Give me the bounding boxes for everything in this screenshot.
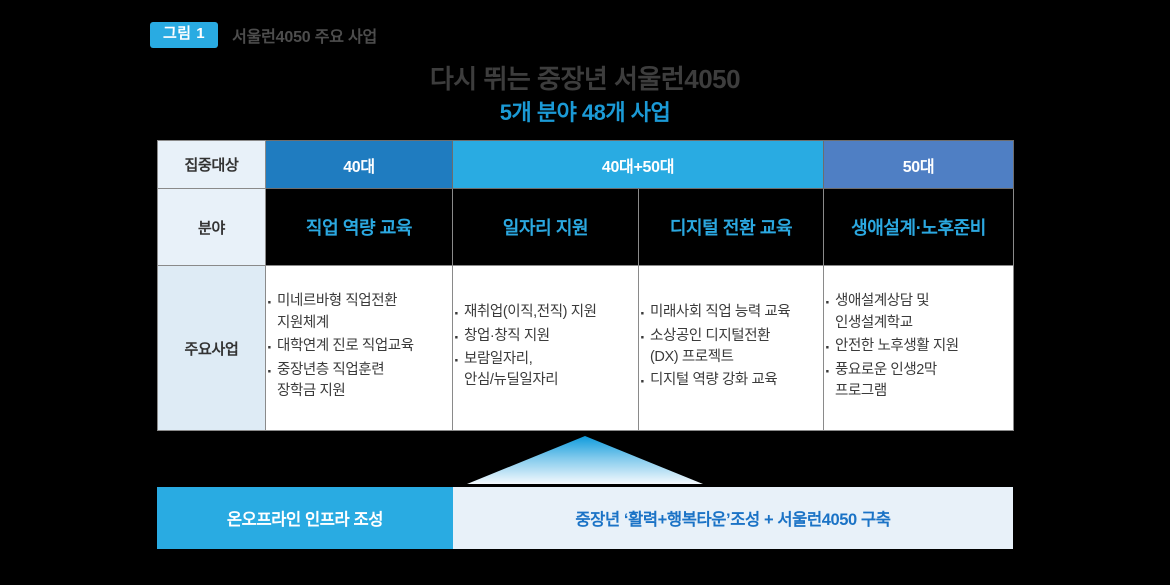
list-item: 창업·창직 지원 xyxy=(453,325,638,351)
figure-caption: 그림 1 서울런4050 주요 사업 xyxy=(150,22,377,48)
town-construction-bar: 중장년 ‘활력+행복타운’조성 + 서울런4050 구축 xyxy=(453,487,1013,549)
programs-cell-2: 재취업(이직,전직) 지원 창업·창직 지원 보람일자리, 안심/뉴딜일자리 xyxy=(452,265,639,431)
target-cell-40s-50s: 40대+50대 xyxy=(452,140,824,189)
field-cell-3: 디지털 전환 교육 xyxy=(638,188,824,266)
foundation-bars: 온오프라인 인프라 조성 중장년 ‘활력+행복타운’조성 + 서울런4050 구… xyxy=(157,487,1013,549)
list-item: 풍요로운 인생2막 프로그램 xyxy=(824,359,1013,403)
list-item: 디지털 역량 강화 교육 xyxy=(639,369,823,395)
programs-cell-3: 미래사회 직업 능력 교육 소상공인 디지털전환 (DX) 프로젝트 디지털 역… xyxy=(638,265,824,431)
upward-arrow-icon xyxy=(465,434,705,486)
row-label-programs: 주요사업 xyxy=(157,265,266,431)
programs-cell-1: 미네르바형 직업전환 지원체계 대학연계 진로 직업교육 중장년층 직업훈련 장… xyxy=(265,265,453,431)
programs-list-1: 미네르바형 직업전환 지원체계 대학연계 진로 직업교육 중장년층 직업훈련 장… xyxy=(266,290,452,403)
figure-number-badge: 그림 1 xyxy=(150,22,219,48)
table-row-target: 집중대상 40대 40대+50대 50대 xyxy=(157,140,1014,189)
program-matrix-table: 집중대상 40대 40대+50대 50대 분야 직업 역량 교육 일자리 지원 … xyxy=(157,140,1014,431)
row-label-target: 집중대상 xyxy=(157,140,266,189)
row-label-field: 분야 xyxy=(157,188,266,266)
infrastructure-bar: 온오프라인 인프라 조성 xyxy=(157,487,453,549)
programs-list-2: 재취업(이직,전직) 지원 창업·창직 지원 보람일자리, 안심/뉴딜일자리 xyxy=(453,301,638,392)
target-cell-40s: 40대 xyxy=(265,140,453,189)
list-item: 생애설계상담 및 인생설계학교 xyxy=(824,290,1013,334)
field-cell-4: 생애설계·노후준비 xyxy=(823,188,1014,266)
figure-caption-text: 서울런4050 주요 사업 xyxy=(232,28,378,46)
table-row-field: 분야 직업 역량 교육 일자리 지원 디지털 전환 교육 생애설계·노후준비 xyxy=(157,188,1014,266)
list-item: 미래사회 직업 능력 교육 xyxy=(639,301,823,327)
programs-list-3: 미래사회 직업 능력 교육 소상공인 디지털전환 (DX) 프로젝트 디지털 역… xyxy=(639,301,823,395)
programs-list-4: 생애설계상담 및 인생설계학교 안전한 노후생활 지원 풍요로운 인생2막 프로… xyxy=(824,290,1013,403)
target-cell-50s: 50대 xyxy=(823,140,1014,189)
list-item: 미네르바형 직업전환 지원체계 xyxy=(266,290,452,334)
field-cell-2: 일자리 지원 xyxy=(452,188,639,266)
headline-block: 다시 뛰는 중장년 서울런4050 5개 분야 48개 사업 xyxy=(0,63,1170,127)
headline-secondary: 5개 분야 48개 사업 xyxy=(499,99,671,125)
list-item: 대학연계 진로 직업교육 xyxy=(266,335,452,361)
list-item: 재취업(이직,전직) 지원 xyxy=(453,301,638,327)
list-item: 소상공인 디지털전환 (DX) 프로젝트 xyxy=(639,325,823,369)
table-row-programs: 주요사업 미네르바형 직업전환 지원체계 대학연계 진로 직업교육 중장년층 직… xyxy=(157,265,1014,431)
list-item: 보람일자리, 안심/뉴딜일자리 xyxy=(453,348,638,392)
programs-cell-4: 생애설계상담 및 인생설계학교 안전한 노후생활 지원 풍요로운 인생2막 프로… xyxy=(823,265,1014,431)
list-item: 중장년층 직업훈련 장학금 지원 xyxy=(266,359,452,403)
list-item: 안전한 노후생활 지원 xyxy=(824,335,1013,361)
headline-primary: 다시 뛰는 중장년 서울런4050 xyxy=(429,64,741,94)
field-cell-1: 직업 역량 교육 xyxy=(265,188,453,266)
